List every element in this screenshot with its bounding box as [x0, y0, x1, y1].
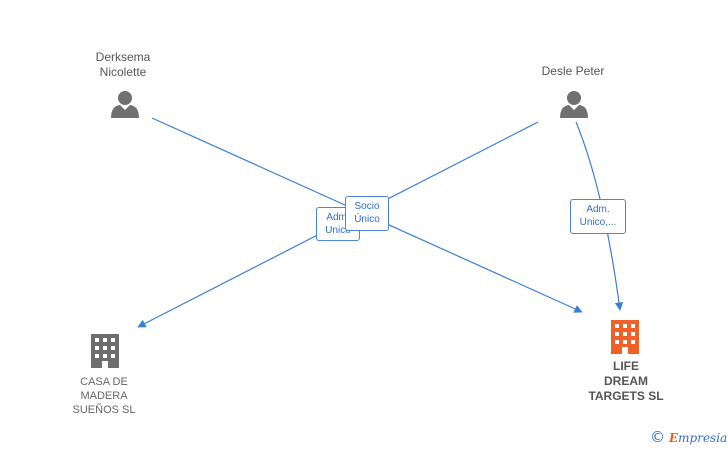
person-label-desle[interactable]: Desle Peter — [541, 64, 605, 78]
person-icon[interactable] — [111, 91, 139, 118]
relation-box-socio-unico[interactable]: Socio Único — [345, 196, 389, 231]
brand-logo-text: mpresia — [678, 431, 728, 445]
company-label-life[interactable]: LIFE DREAM TARGETS SL — [588, 359, 664, 403]
company-label-casa[interactable]: CASA DE MADERA SUEÑOS SL — [72, 376, 136, 416]
building-icon[interactable] — [91, 334, 119, 368]
brand-logo-initial: E — [669, 431, 679, 445]
person-label-derksema[interactable]: Derksema Nicolette — [95, 50, 151, 79]
person-icon[interactable] — [560, 91, 588, 118]
relation-box-adm-unico-desle[interactable]: Adm. Unico,... — [570, 199, 626, 234]
copyright-icon: © — [650, 428, 665, 446]
brand-logo: © Empresia — [650, 428, 727, 446]
building-icon-highlight[interactable] — [611, 320, 639, 354]
